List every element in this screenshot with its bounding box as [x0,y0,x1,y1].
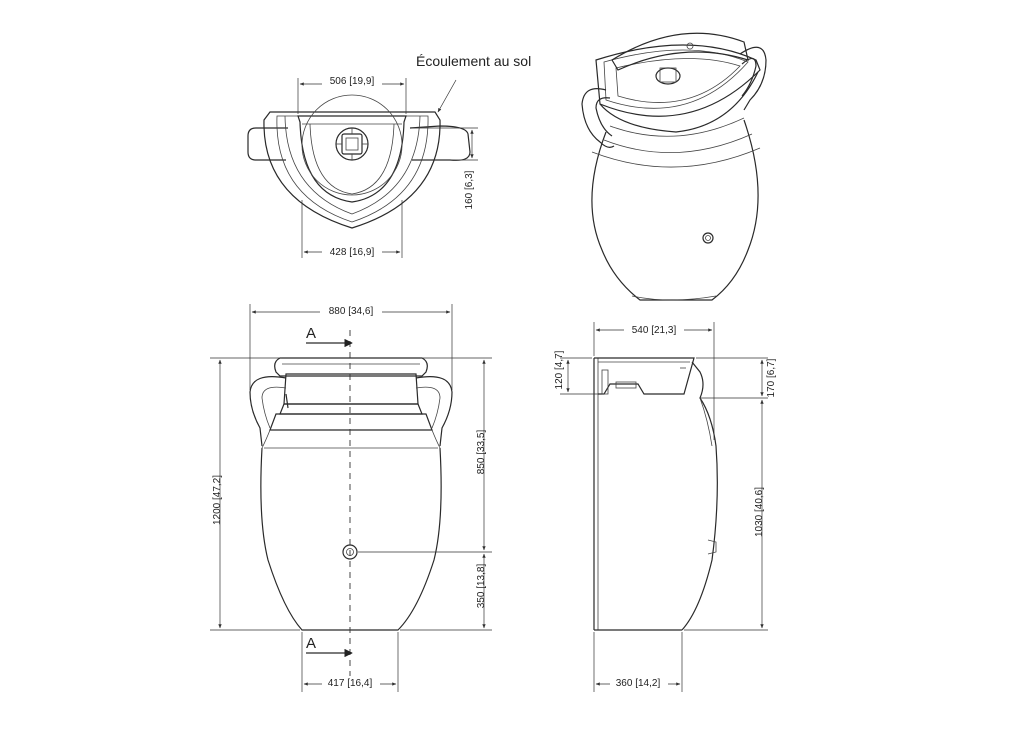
section-label-bottom: A [306,635,316,652]
side-section-view: 540 [21,3] 120 [4,7] 170 [6,7] 1030 [40,… [554,322,777,692]
dim-side-width: 540 [21,3] [632,325,677,336]
dim-front-lower: 350 [13,8] [476,564,487,609]
drain-callout: Écoulement au sol [416,53,531,69]
section-label-top: A [306,325,316,342]
dim-side-base: 360 [14,2] [616,678,661,689]
dim-top-width: 506 [19,9] [330,76,375,87]
dim-top-inner-width: 428 [16,9] [330,247,375,258]
top-view: 506 [19,9] 428 [16,9] 160 [6,3] Écouleme… [247,53,531,258]
drain-fitting [335,127,369,161]
dim-front-height: 1200 [47,2] [212,475,223,525]
perspective-drain [655,67,681,85]
dim-front-upper: 850 [33,5] [476,430,487,475]
dim-side-height: 1030 [40,6] [754,487,765,537]
front-view: A A 880 [34,6] 1200 [47,2] 850 [33,5] 35… [210,304,492,692]
dim-front-width: 880 [34,6] [329,306,374,317]
dim-top-depth: 160 [6,3] [464,170,475,209]
perspective-view [581,32,767,301]
left-handle [249,376,289,447]
dim-base-width: 417 [16,4] [328,678,373,689]
dim-side-top-a: 120 [4,7] [554,350,565,389]
dim-side-top-b: 170 [6,7] [766,358,777,397]
right-handle [415,376,453,447]
